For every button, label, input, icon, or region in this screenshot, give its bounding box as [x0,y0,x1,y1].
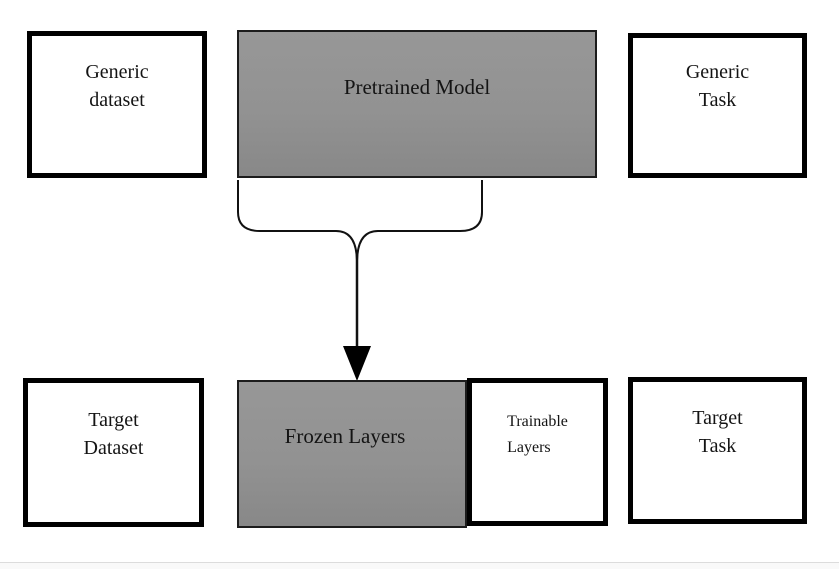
target-dataset-box: Target Dataset [23,378,204,527]
underbrace-left-half [237,180,358,261]
target-task-label-line2: Task [698,435,737,457]
frozen-layers-label: Frozen Layers [284,424,406,448]
underbrace-right-half [356,180,483,261]
trainable-layers-box: Trainable Layers [467,378,608,526]
down-arrow-head-icon [343,346,371,381]
trainable-layers-label: Trainable Layers [507,409,568,461]
trainable-layers-label-line1: Trainable [507,413,568,430]
generic-task-label-line2: Task [698,89,737,111]
target-dataset-label-line1: Target [88,409,139,431]
page-edge-band [0,562,839,569]
target-task-label-line1: Target [692,407,743,429]
generic-dataset-label-line1: Generic [85,61,149,83]
frozen-layers-box: Frozen Layers [237,380,467,528]
pretrained-model-box: Pretrained Model [237,30,597,178]
generic-task-box: Generic Task [628,33,807,178]
generic-dataset-label-line2: dataset [89,89,145,111]
pretrained-model-label: Pretrained Model [343,75,491,99]
trainable-layers-label-line2: Layers [507,439,551,456]
target-dataset-label-line2: Dataset [83,437,144,459]
target-task-box: Target Task [628,377,807,524]
generic-dataset-box: Generic dataset [27,31,207,178]
generic-task-label-line1: Generic [685,61,750,83]
